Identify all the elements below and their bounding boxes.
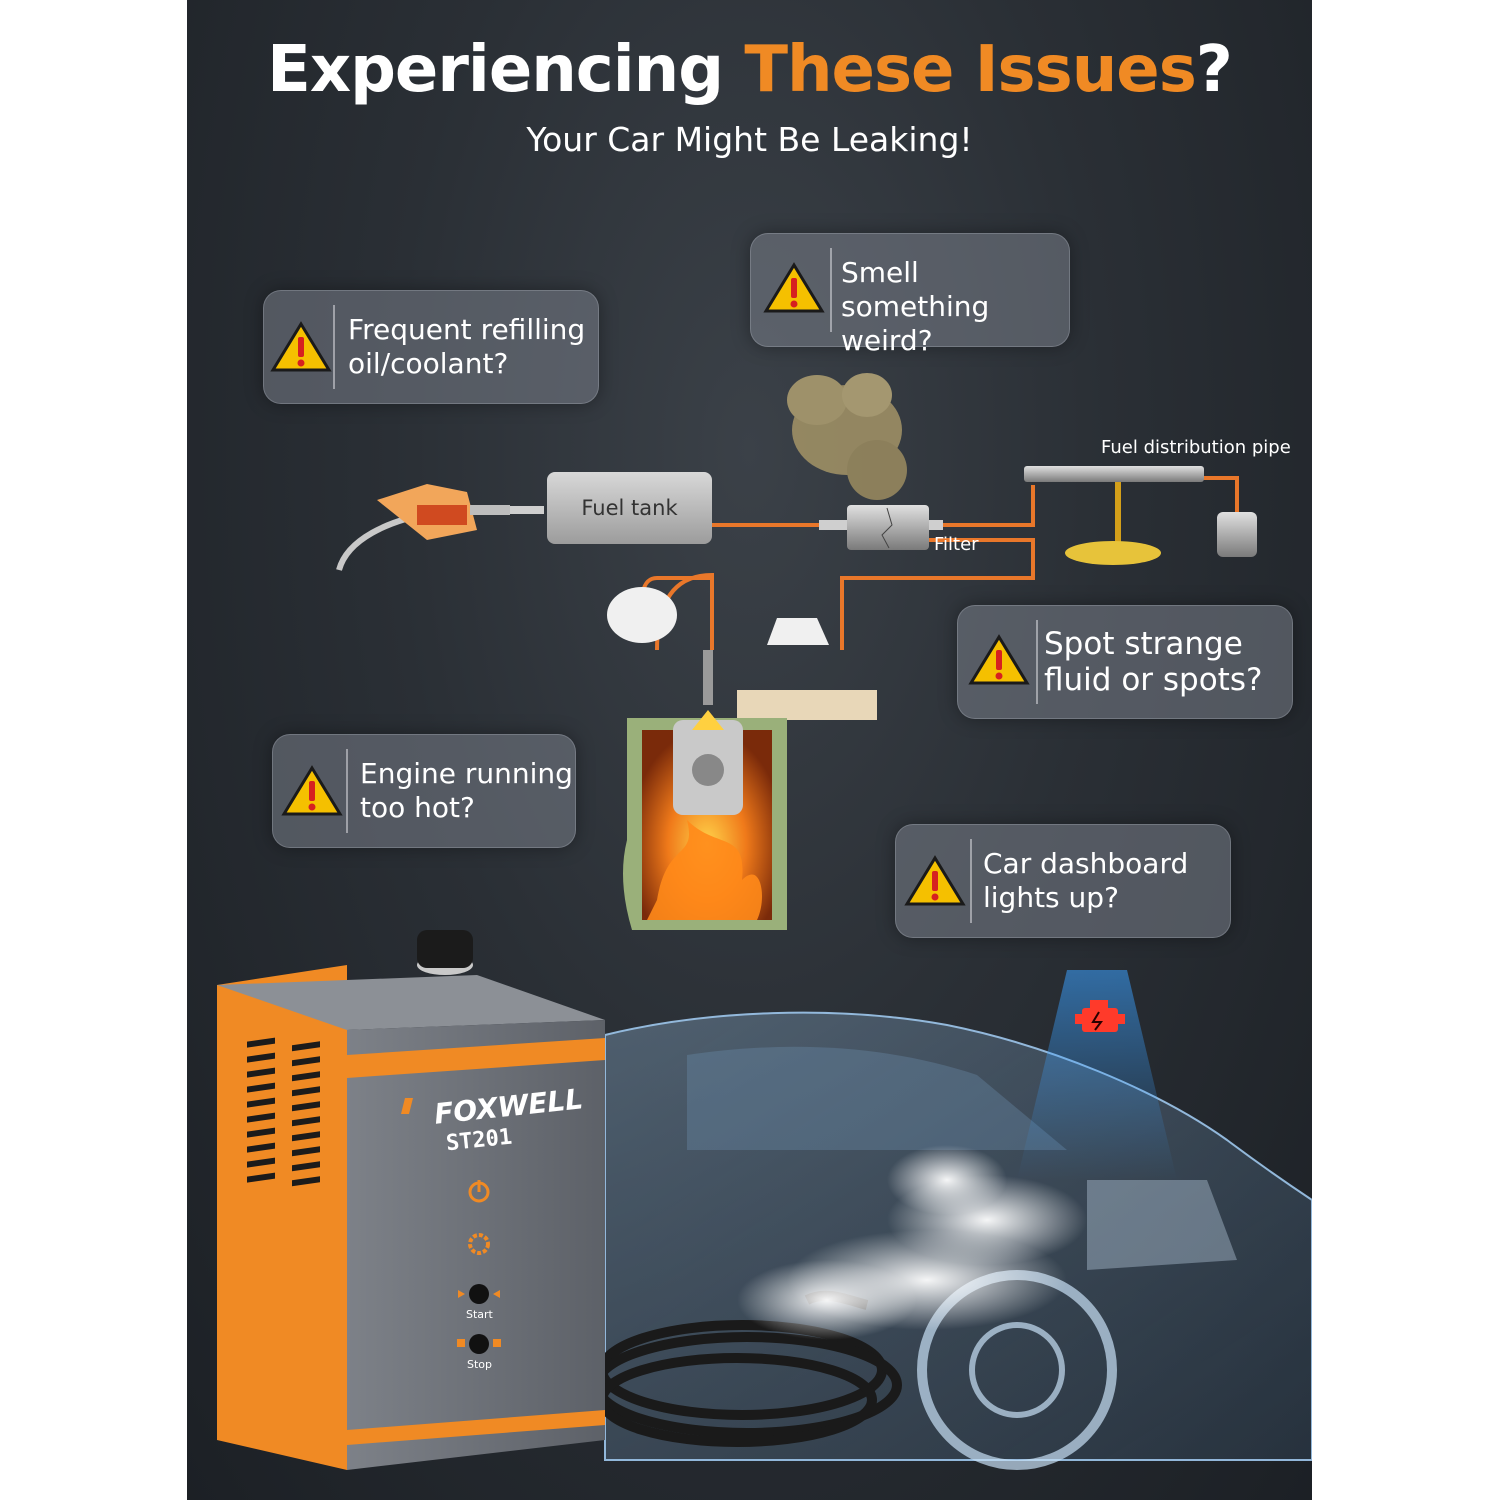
bubble-divider [346,749,348,833]
start-label: Start [466,1308,493,1321]
bubble-divider [1036,620,1038,704]
headline: Experiencing These Issues? [187,30,1312,110]
warning-icon [904,855,966,906]
issue-bubble-fluid: Spot strange fluid or spots? [957,605,1293,719]
fuel-rail-icon [1024,466,1257,565]
bubble-divider [333,305,335,389]
issue-text: Smell something weird? [841,256,990,357]
issue-text: Frequent refilling oil/coolant? [348,313,586,380]
warning-icon [281,765,343,816]
issue-bubble-refilling: Frequent refilling oil/coolant? [263,290,599,404]
check-engine-icon [1075,1000,1125,1032]
bubble-divider [970,839,972,923]
issue-bubble-smell: Smell something weird? [750,233,1070,357]
gear-icon [468,1233,490,1255]
warning-icon [968,634,1030,685]
stop-label: Stop [467,1358,493,1371]
issue-text: Car dashboard lights up? [983,847,1189,914]
headline-part1: Experiencing [267,33,745,107]
smoke-machine-device [217,930,605,1470]
engine-diagram-icon [607,572,877,930]
headline-accent: These Issues [744,33,1196,107]
product-banner: Experiencing These Issues? Your Car Migh… [187,0,1312,1500]
banner-artwork [217,373,1312,1470]
issue-text: Spot strange fluid or spots? [1044,626,1263,698]
warning-icon [763,262,825,313]
issue-text: Engine running too hot? [360,757,573,824]
fuel-distribution-pipe-label: Fuel distribution pipe [1101,437,1291,458]
dashboard-light-beam [1017,970,1177,1180]
filter-label: Filter [934,534,979,555]
fuel-nozzle-icon [336,484,544,571]
subheadline: Your Car Might Be Leaking! [526,120,973,159]
start-button [469,1284,489,1304]
odor-smoke [787,373,907,500]
stop-button [469,1334,489,1354]
bubble-divider [830,248,832,332]
issue-bubble-dashboard: Car dashboard lights up? [895,824,1231,938]
smoke-plume [737,1145,1087,1340]
fuel-tank-label: Fuel tank [547,472,712,544]
issue-bubble-hot: Engine running too hot? [272,734,576,848]
headline-part2: ? [1195,33,1233,107]
warning-icon [270,321,332,372]
filter-icon [819,505,943,550]
